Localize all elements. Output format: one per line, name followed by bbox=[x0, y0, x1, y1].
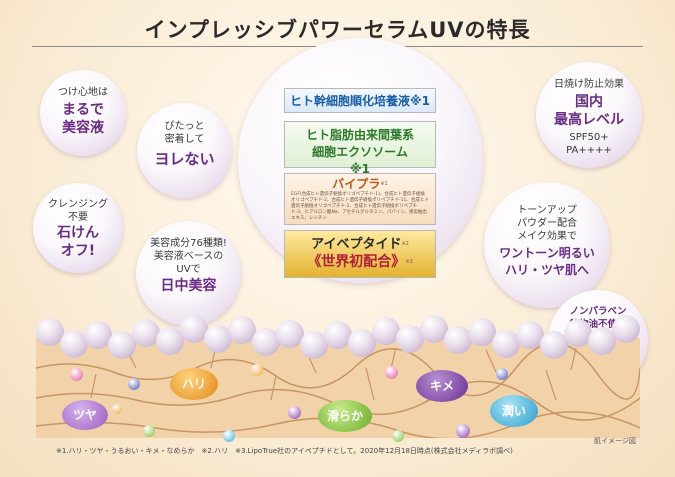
feature-text: つけ心地は bbox=[58, 87, 108, 98]
feature-highlight: ヨレない bbox=[154, 150, 215, 168]
ingredient-stem-cell: ヒト幹細胞順化培養液※1 bbox=[284, 88, 436, 113]
skin-bead bbox=[228, 316, 256, 344]
skin-bead bbox=[60, 330, 88, 358]
ingredient-eyepeptide: アイベプタイド※2 《世界初配合》※3 bbox=[284, 230, 436, 278]
skin-bead bbox=[492, 330, 520, 358]
skin-label-hari: ハリ bbox=[170, 368, 218, 400]
ingredient-note: ※1 bbox=[349, 162, 370, 176]
ingredient-label: アイベプタイド※2 bbox=[285, 236, 435, 253]
ingredient-detail: EGF(合成ヒト遺伝子組換オリゴペプチド-1)、合成ヒト遺伝子組換オリゴペプチド… bbox=[291, 192, 429, 221]
feature-highlight: 国内 最高レベル bbox=[554, 94, 624, 128]
ingredient-note: ※3 bbox=[405, 259, 413, 265]
skin-label-namerakasa: 滑らか bbox=[318, 400, 372, 432]
ingredient-note: ※2 bbox=[401, 241, 409, 247]
feature-text: メイク効果で bbox=[517, 231, 577, 242]
skin-label-kime: キメ bbox=[416, 370, 468, 402]
skin-bead bbox=[132, 319, 160, 347]
feature-cleansing: クレンジング 不要 石けん オフ! bbox=[33, 183, 123, 273]
ingredient-label: バイプラ※1 bbox=[285, 177, 435, 192]
dot-blue bbox=[496, 368, 508, 380]
skin-bead bbox=[204, 325, 232, 353]
skin-bead bbox=[372, 317, 400, 345]
skin-bead bbox=[516, 321, 544, 349]
ingredient-label: ヒト幹細胞順化培養液 bbox=[289, 94, 410, 108]
feature-pa: PA++++ bbox=[566, 145, 612, 156]
feature-highlight: 日中美容 bbox=[160, 278, 217, 294]
feature-text: ぴたっと bbox=[164, 121, 205, 132]
skin-label-tsuya: ツヤ bbox=[62, 400, 108, 430]
dot-pink bbox=[385, 366, 398, 379]
skin-bead bbox=[108, 331, 136, 359]
skin-label-uruoi: 潤い bbox=[490, 395, 538, 427]
feature-highlight: ワントーン明るい ハリ・ツヤ肌へ bbox=[499, 246, 595, 277]
ingredient-label-2: 細胞エクソソーム ※1 bbox=[285, 144, 435, 178]
dot-blue bbox=[128, 378, 140, 390]
feature-text: 密着して bbox=[164, 134, 205, 145]
feature-text: 美容液ベースの bbox=[153, 251, 224, 262]
skin-bead bbox=[540, 331, 568, 359]
skin-bead bbox=[180, 315, 208, 343]
feature-text: 不要 bbox=[68, 212, 88, 223]
dot-green bbox=[143, 425, 155, 437]
dot-purple bbox=[456, 424, 470, 438]
ingredient-badge: 《世界初配合》※3 bbox=[285, 253, 435, 272]
feature-text: クレンジング bbox=[48, 199, 108, 210]
skin-bead bbox=[612, 315, 640, 343]
skin-bead bbox=[324, 321, 352, 349]
skin-caption: 肌イメージ図 bbox=[594, 437, 636, 445]
feature-tsukegokochi: つけ心地は まるで 美容液 bbox=[40, 70, 126, 156]
dot-purple bbox=[288, 406, 301, 419]
skin-bead bbox=[348, 329, 376, 357]
feature-highlight: まるで 美容液 bbox=[62, 102, 104, 136]
ingredient-note: ※1 bbox=[380, 181, 388, 187]
ingredient-world-first: 《世界初配合》 bbox=[307, 254, 406, 270]
feature-toneup: トーンアップ パウダー配合 メイク効果で ワントーン明るい ハリ・ツヤ肌へ bbox=[484, 182, 610, 308]
skin-bead bbox=[420, 315, 448, 343]
ingredient-label-text: 細胞エクソソーム bbox=[312, 145, 408, 159]
ingredient-note: ※1 bbox=[410, 94, 431, 108]
feature-text: 美容成分76種類! bbox=[150, 238, 227, 249]
ingredient-title: アイベプタイド bbox=[311, 237, 402, 252]
skin-bead bbox=[564, 319, 592, 347]
skin-bead bbox=[156, 327, 184, 355]
feature-text: 日焼け防止効果 bbox=[554, 79, 624, 90]
footnote: ※1.ハリ・ツヤ・うるおい・キメ・なめらか ※2.ハリ ※3.LipoTrue社… bbox=[56, 447, 513, 455]
ingredient-baipura: バイプラ※1 EGF(合成ヒト遺伝子組換オリゴペプチド-1)、合成ヒト遺伝子組換… bbox=[284, 173, 436, 225]
dot-orange bbox=[112, 404, 122, 414]
skin-bead bbox=[84, 321, 112, 349]
page-title: インプレッシブパワーセラムUVの特長 bbox=[144, 18, 531, 42]
dot-orange bbox=[251, 364, 263, 376]
skin-bead bbox=[588, 327, 616, 355]
feature-biyou: 美容成分76種類! 美容液ベースの UVで 日中美容 bbox=[136, 221, 241, 326]
skin-bead bbox=[300, 331, 328, 359]
skin-bead bbox=[396, 325, 424, 353]
feature-yorenai: ぴたっと 密着して ヨレない bbox=[137, 103, 232, 198]
ingredient-label: ヒト脂肪由来間葉系 bbox=[305, 128, 414, 142]
ingredient-exosome: ヒト脂肪由来間葉系 細胞エクソソーム ※1 bbox=[284, 121, 436, 176]
skin-bead bbox=[444, 326, 472, 354]
feature-text: パウダー配合 bbox=[517, 218, 577, 229]
skin-bead bbox=[468, 318, 496, 346]
feature-text: トーンアップ bbox=[517, 205, 577, 216]
dot-blue bbox=[223, 430, 235, 442]
feature-highlight: 石けん オフ! bbox=[57, 225, 99, 259]
feature-uv: 日焼け防止効果 国内 最高レベル SPF50+ PA++++ bbox=[536, 62, 642, 168]
feature-spf: SPF50+ bbox=[569, 132, 609, 143]
skin-bead bbox=[252, 328, 280, 356]
feature-text: UVで bbox=[176, 264, 201, 275]
ingredient-title: バイプラ bbox=[332, 177, 381, 191]
dot-green bbox=[392, 430, 404, 442]
dot-pink bbox=[70, 368, 83, 381]
skin-bead bbox=[36, 318, 64, 346]
skin-bead bbox=[276, 320, 304, 348]
